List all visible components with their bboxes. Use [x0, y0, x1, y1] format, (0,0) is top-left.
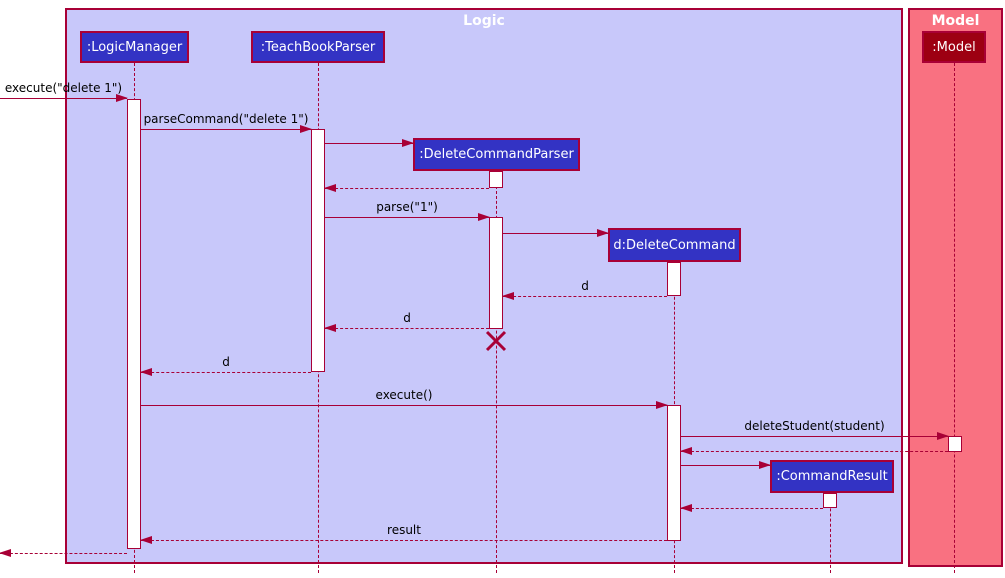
participant-command-result: :CommandResult: [770, 460, 894, 493]
activation-delete-command-parser-create: [489, 171, 503, 188]
activation-logic-manager: [127, 99, 141, 549]
participant-logic-manager: :LogicManager: [80, 31, 189, 63]
participant-delete-command: d:DeleteCommand: [608, 228, 741, 262]
message-return-to-caller: [0, 549, 127, 557]
arrowhead-right-icon: [116, 94, 128, 102]
model-frame: Model: [908, 8, 1003, 567]
lifeline-delete-command-parser: [496, 171, 497, 573]
arrowhead-left-icon: [324, 184, 336, 192]
message-return-after-create-parser: [324, 184, 489, 192]
arrowhead-left-icon: [140, 536, 152, 544]
arrowhead-right-icon: [656, 401, 668, 409]
activation-delete-command-execute: [667, 405, 681, 541]
message-execute: execute(): [141, 388, 668, 409]
message-parse: parse("1"): [325, 200, 490, 221]
arrowhead-right-icon: [597, 229, 609, 237]
activation-delete-command-create: [667, 262, 681, 296]
message-execute-delete-label: execute("delete 1"): [4, 81, 123, 95]
arrowhead-right-icon: [759, 461, 771, 469]
message-return-d3: d: [140, 355, 311, 376]
participant-delete-command-label: d:DeleteCommand: [613, 237, 736, 253]
participant-teach-book-parser: :TeachBookParser: [251, 31, 385, 63]
participant-teach-book-parser-label: :TeachBookParser: [260, 39, 376, 55]
message-parse-command: parseCommand("delete 1"): [141, 112, 312, 133]
arrowhead-left-icon: [324, 324, 336, 332]
model-frame-title: Model: [931, 13, 980, 29]
message-create-delete-command: [503, 229, 609, 237]
logic-frame: Logic: [65, 8, 903, 564]
participant-delete-command-parser-label: :DeleteCommandParser: [419, 147, 574, 162]
arrowhead-left-icon: [140, 368, 152, 376]
message-parse-command-label: parseCommand("delete 1"): [143, 112, 309, 126]
message-return-from-command-result: [680, 504, 823, 512]
participant-model: :Model: [922, 31, 986, 63]
participant-command-result-label: :CommandResult: [776, 469, 888, 484]
message-delete-student: deleteStudent(student): [681, 419, 949, 440]
message-create-delete-command-parser: [325, 139, 414, 147]
message-parse-label: parse("1"): [376, 200, 438, 214]
message-return-d1: d: [502, 279, 667, 300]
arrowhead-right-icon: [478, 213, 490, 221]
arrowhead-right-icon: [402, 139, 414, 147]
message-delete-student-label: deleteStudent(student): [744, 419, 885, 433]
logic-frame-title: Logic: [463, 13, 505, 29]
message-return-from-model: [680, 447, 948, 455]
message-return-d2-label: d: [403, 311, 411, 325]
arrowhead-left-icon: [680, 447, 692, 455]
message-execute-label: execute(): [375, 388, 433, 402]
participant-model-label: :Model: [932, 39, 976, 55]
arrowhead-left-icon: [502, 292, 514, 300]
destroy-x-icon: [485, 330, 507, 352]
participant-delete-command-parser: :DeleteCommandParser: [413, 138, 580, 171]
arrowhead-left-icon: [680, 504, 692, 512]
message-return-d1-label: d: [581, 279, 589, 293]
message-result-label: result: [387, 523, 421, 537]
message-execute-delete: execute("delete 1"): [0, 81, 128, 102]
message-result: result: [140, 523, 667, 544]
activation-command-result: [823, 493, 837, 508]
arrowhead-left-icon: [0, 549, 11, 557]
lifeline-command-result: [830, 493, 831, 573]
participant-logic-manager-label: :LogicManager: [86, 39, 183, 55]
message-create-command-result: [681, 461, 771, 469]
activation-delete-command-parser-parse: [489, 217, 503, 329]
message-return-d2: d: [324, 311, 489, 332]
arrowhead-right-icon: [300, 125, 312, 133]
activation-teach-book-parser: [311, 129, 325, 372]
arrowhead-right-icon: [937, 432, 949, 440]
message-return-d3-label: d: [222, 355, 230, 369]
lifeline-model: [954, 63, 955, 573]
activation-model: [948, 436, 962, 452]
